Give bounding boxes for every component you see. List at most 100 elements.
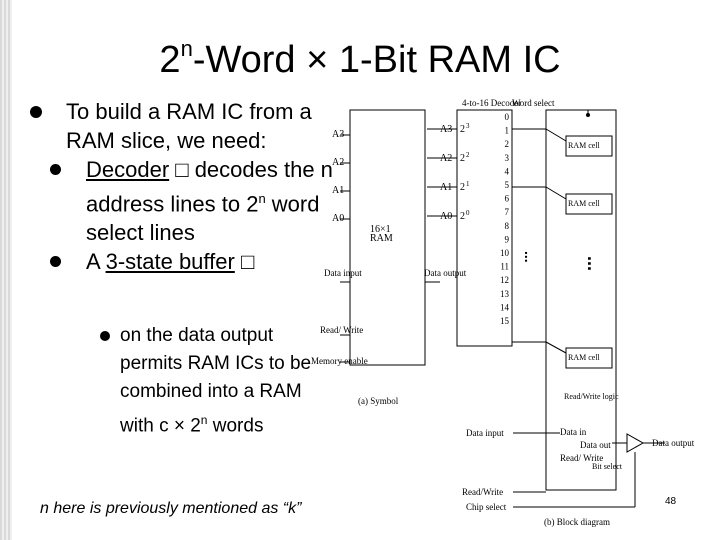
bullet-dot-icon [30,106,42,118]
rw-logic-label: Read/Write logic [564,392,619,401]
decoder-exp-0: 3 [466,122,470,130]
ram-cell-1-label: RAM cell [568,199,601,208]
decoder-output-13: 13 [500,289,510,299]
word-line-1-tap [545,186,567,200]
bullet-dot-icon [50,164,61,175]
title-suffix: -Word × 1-Bit RAM IC [192,39,561,81]
data-output-sup: n [200,413,208,427]
decoder-output-11: 11 [500,262,509,272]
symbol-a1-label: A1 [332,185,344,196]
symbol-data-input-label: Data input [324,268,362,278]
ram-column-box [545,109,617,491]
rw-label: Read/ Write [560,453,603,463]
decoder-output-12: 12 [500,275,509,285]
title-prefix: 2 [159,39,181,81]
data-output-label: Data output [652,438,695,448]
slide-side-bar [0,0,12,540]
symbol-memory-enable-label: Memory enable [311,356,368,366]
symbol-ram-label-1: 16×1 [370,224,391,235]
ram-cell-0 [565,135,613,157]
symbol-a3-label: A3 [332,129,344,140]
symbol-caption: (a) Symbol [358,396,399,406]
word-select-label: Word select [512,98,555,108]
decoder-exp-1: 2 [466,151,470,159]
decoder-output-7: 7 [505,207,510,217]
ram-cell-15 [565,347,613,369]
symbol-ram-label-2: RAM [370,233,393,244]
bullet-data-output: on the data output permits RAM ICs to be… [100,322,330,440]
decoder-title: 4-to-16 Decoder [462,98,521,108]
chip-select-label: Chip select [466,502,507,512]
footnote: n here is previously mentioned as “k” [40,500,302,517]
decoder-input-label-1: A2 [440,153,452,164]
block-caption: (b) Block diagram [544,517,610,527]
symbol-a2-label: A2 [332,157,344,168]
symbol-data-output-label: Data output [424,268,467,278]
symbol-a0-label: A0 [332,213,344,224]
symbol-read-write-label: Read/ Write [320,325,363,335]
word-line-0-tap [545,128,567,142]
ram-cell-15-label: RAM cell [568,353,601,362]
decoder-weight-0: 2 [460,124,465,135]
decoder-term: Decoder [86,157,170,182]
decoder-output-8: 8 [505,221,510,231]
decoder-weight-1: 2 [460,153,465,164]
page-number: 48 [665,496,677,507]
decoder-output-9: 9 [505,234,510,244]
decoder-box [456,109,513,347]
vertical-ellipsis-icon: ... [584,256,604,271]
decoder-weight-2: 2 [460,182,465,193]
decoder-output-10: 10 [500,248,510,258]
data-output-text: on the data output permits RAM ICs to be… [120,325,312,437]
bullet-dot-icon [50,256,61,268]
buffer-term: 3-state buffer [105,249,235,275]
decoder-weight-3: 2 [460,211,465,222]
decoder-input-label-0: A3 [440,124,452,135]
data-input-label: Data input [466,428,504,438]
data-output-end: words [207,415,264,437]
data-out-label: Data out [580,440,611,450]
decoder-exp-3: 0 [466,209,470,217]
bullet-buffer: A 3-state buffer □ [50,247,350,276]
decoder-output-0: 0 [505,112,510,122]
box-glyph: □ [175,157,189,182]
decoder-output-5: 5 [505,180,510,190]
bit-select-label: Bit select [592,462,623,471]
decoder-output-6: 6 [505,194,510,204]
decoder-output-3: 3 [505,153,510,163]
symbol-diagram: A3 A2 A1 A0 16×1 RAM Data input Data out… [311,109,467,406]
decoder-output-4: 4 [505,166,510,176]
ram-cell-1 [565,193,613,215]
bullet-decoder: Decoder □ decodes the n address lines to… [50,155,350,247]
bullet-build-text: To build a RAM IC from a RAM slice, we n… [66,99,312,153]
slide-title: 2n-Word × 1-Bit RAM IC [0,36,720,82]
vertical-ellipsis-icon: ... [522,251,538,263]
buffer-prefix: A [86,249,106,275]
junction-dot [586,113,590,117]
bullet-list: To build a RAM IC from a RAM slice, we n… [30,97,350,276]
tristate-buffer-icon [626,433,645,453]
decoder-input-label-3: A0 [440,211,452,222]
decoder-input-label-2: A1 [440,182,452,193]
data-in-label: Data in [560,427,587,437]
decoder-output-14: 14 [500,302,510,312]
decoder-end: word select lines [86,191,320,246]
decoder-output-1: 1 [505,126,510,136]
symbol-ram-box [349,109,426,366]
decoder-output-2: 2 [505,139,510,149]
decoder-output-15: 15 [500,316,510,326]
word-line-15-tap [545,341,567,354]
decoder-text: decodes the n address lines to 2 [86,157,333,217]
title-sup: n [180,36,193,61]
decoder-exp-2: 1 [466,180,470,188]
ram-cell-0-label: RAM cell [568,141,601,150]
bullet-dot-icon [100,331,110,341]
box-glyph: □ [240,249,255,275]
bullet-build: To build a RAM IC from a RAM slice, we n… [30,97,350,155]
decoder-sup: n [258,191,266,206]
rw-bottom-label: Read/Write [462,487,503,497]
